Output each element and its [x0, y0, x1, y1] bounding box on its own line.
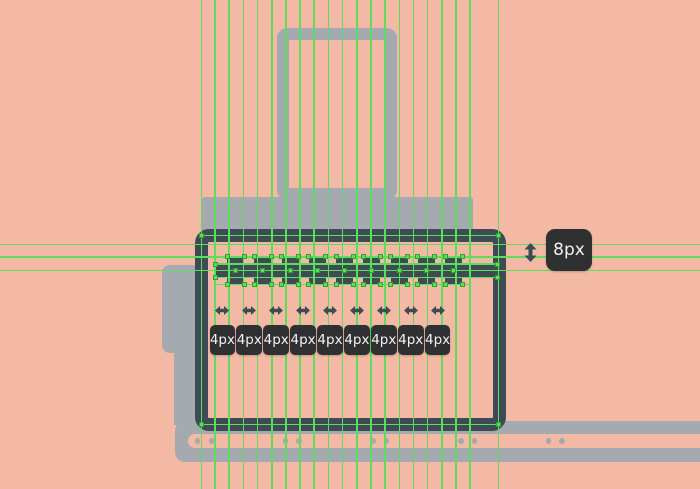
gap-measurement-badge: 4px [290, 324, 316, 355]
anchor-point [279, 282, 284, 287]
anchor-point [306, 282, 312, 287]
anchor-point [241, 282, 247, 287]
anchor-point [333, 282, 339, 287]
height-measurement-badge: 8px [546, 229, 592, 271]
anchor-point [423, 268, 429, 273]
base-rivet-dot [208, 438, 215, 444]
horizontal-guide-segment [201, 234, 499, 237]
anchor-point [405, 254, 410, 259]
left-right-arrow-icon [403, 305, 418, 316]
base-inner-strip [188, 433, 700, 448]
anchor-point [233, 268, 238, 273]
anchor-point [360, 282, 366, 287]
anchor-point [495, 274, 500, 280]
anchor-point [377, 254, 383, 259]
anchor-point [333, 254, 339, 259]
base-rivet-dot [296, 438, 302, 444]
anchor-point [213, 274, 218, 280]
left-right-arrow-icon [376, 305, 391, 316]
left-right-arrow-icon [430, 305, 445, 316]
anchor-point [496, 233, 501, 238]
paper-sheet-outline [277, 28, 397, 200]
gap-measurement-badge: 4px [370, 324, 397, 355]
horizontal-guide-line [0, 243, 700, 246]
anchor-point [459, 282, 465, 287]
horizontal-guide-segment [201, 423, 499, 426]
anchor-point [268, 282, 274, 287]
anchor-point [388, 254, 393, 259]
height-measurement-label: 8px [553, 240, 585, 260]
anchor-point [377, 282, 383, 287]
anchor-point [251, 254, 257, 259]
anchor-point [442, 282, 448, 287]
anchor-point [415, 282, 421, 287]
anchor-point [251, 282, 257, 287]
anchor-point [350, 282, 356, 287]
base-rivet-dot [545, 438, 552, 444]
anchor-point [314, 268, 320, 273]
gap-measurement-badge: 4px [397, 324, 424, 355]
anchor-point [323, 254, 329, 259]
anchor-point [224, 282, 230, 287]
anchor-point [241, 254, 247, 259]
anchor-point [495, 262, 500, 267]
anchor-point [199, 422, 204, 427]
anchor-point [432, 254, 438, 259]
anchor-point [224, 254, 230, 259]
horizontal-guide-segment [215, 263, 498, 265]
anchor-point [296, 254, 301, 259]
anchor-point [342, 268, 347, 273]
left-right-arrow-icon [322, 305, 337, 316]
base-rivet-dot [383, 438, 390, 444]
anchor-point [350, 254, 356, 259]
anchor-point [442, 254, 448, 259]
anchor-point [396, 268, 402, 273]
base-rivet-dot [370, 438, 376, 444]
left-right-arrow-icon [269, 305, 284, 316]
base-rivet-dot [471, 438, 478, 444]
anchor-point [432, 282, 438, 287]
gap-measurement-badge: 4px [317, 324, 343, 355]
up-down-arrow-icon [523, 243, 538, 262]
anchor-point [199, 233, 204, 238]
gap-measurement-badge: 4px [263, 324, 290, 355]
anchor-point [451, 268, 456, 273]
gap-measurement-badge: 4px [344, 324, 370, 355]
anchor-point [369, 268, 375, 273]
horizontal-guide-segment [215, 276, 498, 279]
anchor-point [296, 282, 301, 287]
base-rivet-dot [194, 438, 201, 444]
horizontal-guide-line [0, 256, 700, 258]
anchor-point [306, 254, 312, 259]
gap-measurement-badge: 4px [236, 324, 263, 355]
anchor-point [459, 254, 465, 259]
anchor-point [405, 282, 410, 287]
anchor-point [279, 254, 284, 259]
anchor-point [260, 268, 266, 273]
side-knob [162, 265, 196, 353]
horizontal-guide-segment [215, 283, 470, 286]
gap-measurement-badge: 4px [209, 324, 236, 355]
anchor-point [213, 262, 218, 267]
left-right-arrow-icon [242, 305, 257, 316]
anchor-point [323, 282, 329, 287]
anchor-point [496, 422, 501, 427]
gap-measurement-badge: 4px [424, 324, 451, 355]
anchor-point [415, 254, 421, 259]
left-right-arrow-icon [296, 305, 310, 316]
anchor-point [388, 282, 393, 287]
horizontal-guide-line [0, 269, 700, 272]
left-right-arrow-icon [215, 305, 230, 316]
base-rivet-dot [458, 438, 464, 444]
base-rivet-dot [559, 438, 565, 444]
anchor-point [287, 268, 293, 273]
anchor-point [268, 254, 274, 259]
side-knob-stem [174, 345, 196, 425]
left-right-arrow-icon [349, 305, 364, 316]
anchor-point [360, 254, 366, 259]
